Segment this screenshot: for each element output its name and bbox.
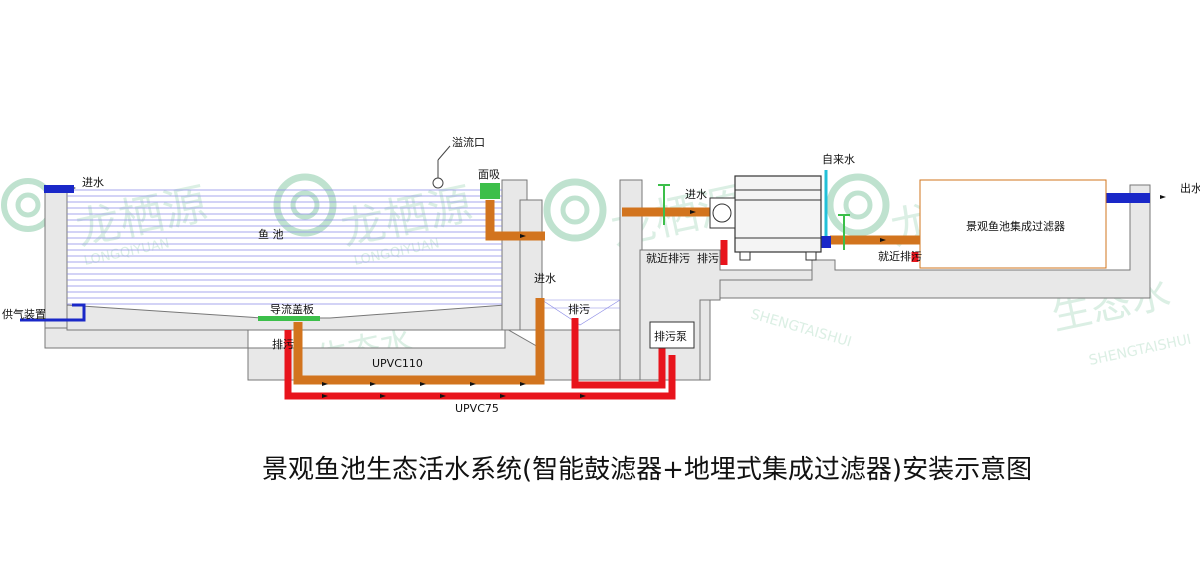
pond-left-wall (44, 185, 68, 349)
label-outlet: 出水 (1180, 181, 1200, 195)
label-inlet-mid: 进水 (534, 272, 556, 285)
drain-pipe-upvc75 (284, 330, 676, 400)
label-nearby-drain-2: 就近排污 (878, 249, 922, 263)
drum-filter (709, 175, 822, 261)
label-surface-skimmer: 面吸 (478, 168, 500, 181)
water-pipe-upvc110 (293, 298, 545, 385)
label-air-supply: 供气装置 (2, 307, 46, 321)
label-inlet-left: 进水 (82, 176, 104, 189)
flow-cover-plate (258, 316, 320, 321)
surface-skimmer-icon (480, 183, 500, 199)
label-drain-mid: 排污 (568, 302, 590, 316)
label-upvc75: UPVC75 (455, 402, 499, 415)
label-drain-pump: 排污泵 (654, 329, 687, 343)
watermark-pinyin: SHENGTAISHUI (1088, 332, 1193, 369)
drum-base (639, 249, 821, 381)
valve-icon (658, 184, 850, 250)
label-flow-cover: 导流盖板 (270, 302, 314, 316)
drain-pipe-sump (571, 318, 666, 389)
overflow-icon (432, 145, 451, 189)
label-overflow: 溢流口 (452, 135, 485, 149)
air-supply-pipe (20, 303, 86, 322)
integrated-filter-box (919, 179, 1107, 269)
label-upvc110: UPVC110 (372, 357, 423, 370)
filter-pit (719, 184, 1151, 299)
watermark-logo-icon (1, 173, 890, 242)
watermark-pinyin: SHENGTAISHUI (749, 306, 853, 350)
sump-water (541, 299, 621, 326)
fish-pond-water (67, 189, 502, 305)
label-fish-pond: 鱼 池 (258, 227, 284, 241)
label-nearby-drain-1: 就近排污 (646, 251, 690, 265)
label-tap-water: 自来水 (822, 153, 855, 166)
flow-arrows (70, 186, 1166, 398)
label-drain-drum: 排污 (697, 251, 719, 265)
pond-floor (44, 327, 541, 381)
label-filter-name: 景观鱼池集成过滤器 (966, 219, 1065, 233)
inlet-pipe-left (44, 185, 74, 193)
drain-pump-box (649, 321, 695, 349)
diagram-title: 景观鱼池生态活水系统(智能鼓滤器+地埋式集成过滤器)安装示意图 (262, 455, 1032, 485)
water-pipe-skimmer (485, 200, 545, 241)
label-drain-left: 排污 (272, 337, 294, 351)
outlet-pipe (1106, 193, 1150, 203)
tap-water-valve (821, 236, 831, 248)
label-inlet-drum: 进水 (685, 188, 707, 201)
drain-pipes (284, 240, 919, 400)
